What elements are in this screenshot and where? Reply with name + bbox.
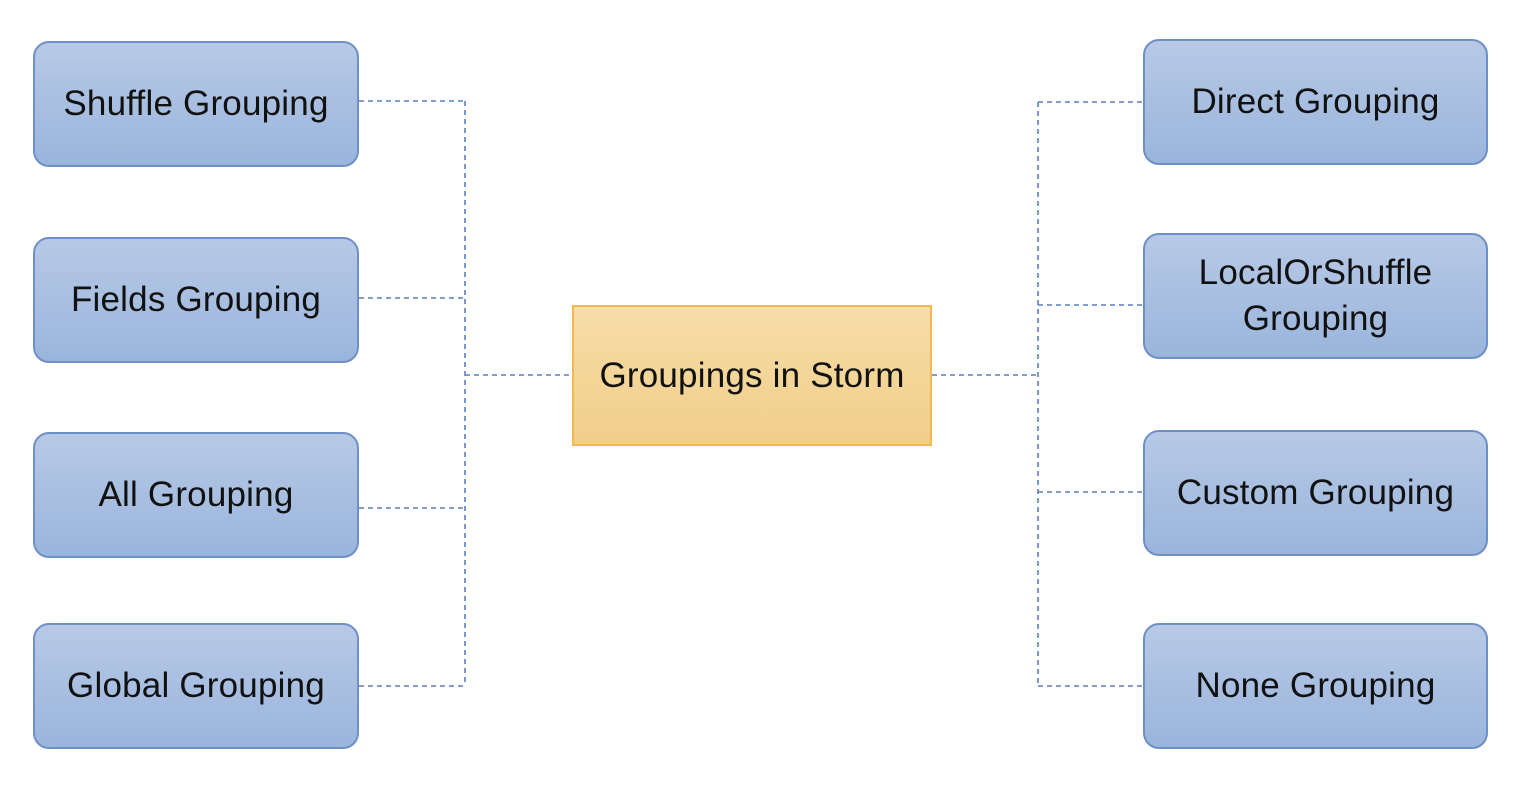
node-label: Global Grouping <box>67 666 325 705</box>
node-global-grouping: Global Grouping <box>33 623 359 749</box>
node-label: LocalOrShuffle Grouping <box>1198 253 1433 338</box>
node-all-grouping: All Grouping <box>33 432 359 558</box>
node-custom-grouping: Custom Grouping <box>1143 430 1488 556</box>
node-label: Fields Grouping <box>70 280 322 319</box>
node-fields-grouping: Fields Grouping <box>33 237 359 363</box>
node-label: None Grouping <box>1195 666 1436 705</box>
node-label: Shuffle Grouping <box>63 84 329 123</box>
node-none-grouping: None Grouping <box>1143 623 1488 749</box>
center-label: Groupings in Storm <box>599 355 905 395</box>
node-label: Custom Grouping <box>1176 473 1455 512</box>
node-shuffle-grouping: Shuffle Grouping <box>33 41 359 167</box>
node-label: Direct Grouping <box>1191 82 1440 121</box>
node-label: All Grouping <box>98 475 294 514</box>
node-localorshuffle-grouping: LocalOrShuffle Grouping <box>1143 233 1488 359</box>
node-direct-grouping: Direct Grouping <box>1143 39 1488 165</box>
node-groupings-in-storm: Groupings in Storm <box>572 305 932 446</box>
